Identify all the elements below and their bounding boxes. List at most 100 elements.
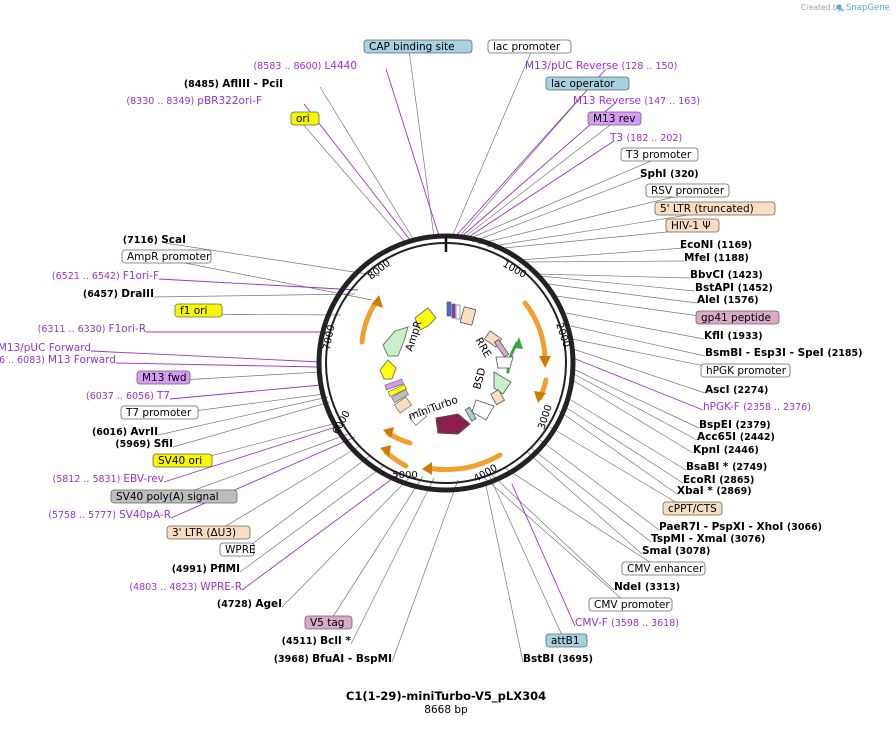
enzyme-label-mfei: MfeI (1188) — [684, 252, 749, 264]
leader-line-ndei — [489, 472, 615, 591]
leader-line-acc65i — [569, 371, 698, 441]
feature-box-lac-operator — [545, 76, 630, 91]
ori-feature-arrow — [414, 307, 437, 331]
leader-line-cppt-cts — [549, 426, 693, 513]
enzyme-label-kpni: KpnI (2446) — [693, 444, 759, 456]
leader-line-sv40pa-r — [170, 436, 356, 519]
leader-line-pbr322ori-f — [303, 103, 411, 241]
leader-line-cmv-enhancer — [504, 467, 666, 573]
primer-label-m13-forward: (6066 .. 6083) M13 Forward — [0, 354, 116, 366]
orf-head-green — [514, 337, 523, 349]
enzyme-label-asci: AscI (2274) — [705, 384, 768, 396]
feature-label-m13-fwd: M13 fwd — [142, 372, 187, 384]
feature-label-t3-promoter: T3 promoter — [625, 149, 692, 161]
feature-box-cmv-enhancer — [621, 561, 706, 576]
attb1-feature — [464, 406, 477, 422]
feature-box-5-ltr-truncated — [654, 201, 776, 216]
primer-label-m13-puc-forward: (6075 .. 6097) M13/pUC Forward — [0, 342, 91, 354]
leader-line-tspmi-xmai — [530, 447, 652, 543]
enzyme-label-bstbi: BstBI (3695) — [523, 653, 593, 665]
lac-operator-feature — [446, 301, 452, 317]
enzyme-label-bbvci: BbvCI (1423) — [690, 269, 763, 281]
enzyme-label-draiii: (6457) DraIII — [83, 288, 154, 300]
enzyme-label-sfii: (5969) SfiI — [115, 438, 173, 450]
leader-line-asci — [572, 348, 706, 394]
feature-box-sv40-poly-a-signal — [110, 489, 238, 504]
feature-box-cap-binding-site — [363, 39, 473, 54]
primer-label-ebv-rev: (5812 .. 5831) EBV-rev — [52, 473, 164, 485]
primer-label-l4440: (8583 .. 8600) L4440 — [254, 60, 357, 72]
feature-box-f1-ori — [174, 303, 223, 318]
m13-fwd-feature — [384, 378, 404, 391]
leader-lines — [90, 49, 745, 663]
leader-line-kfli — [565, 312, 705, 340]
leader-line-pflmi — [239, 464, 386, 573]
backbone-inner-circle — [325, 242, 567, 484]
tick-label-5000: 5000 — [392, 470, 417, 481]
created-by-text: Created by — [801, 3, 843, 12]
leader-line-t3 — [463, 140, 615, 241]
leader-line-lac-operator — [457, 86, 591, 239]
leader-line-bspei — [570, 367, 700, 429]
leader-line-bstbi — [484, 480, 524, 663]
primer-label-wpre-r: (4803 .. 4823) WPRE-R — [129, 581, 242, 593]
tick-label-7000: 7000 — [322, 324, 338, 351]
feature-box-t3-promoter — [620, 147, 699, 162]
enzyme-label-paer7i-pspxi-xhoi: PaeR7I - PspXI - XhoI (3066) — [659, 521, 822, 533]
orf-head-6 — [372, 295, 383, 308]
leader-line-bsmbi-esp3i-spei — [570, 325, 706, 357]
cppt-feature — [490, 389, 506, 406]
leader-line-f1ori-f — [158, 278, 359, 291]
enzyme-label-econi: EcoNI (1169) — [680, 239, 752, 251]
leader-line-m13-rev — [461, 121, 615, 240]
enzyme-label-bsmbi-esp3i-spei: BsmBI - Esp3I - SpeI (2185) — [705, 347, 862, 359]
feature-box-m13-fwd — [136, 370, 191, 385]
leader-line-sv40-poly-a-signal — [166, 432, 352, 501]
leader-line-3-ltr-u3 — [208, 445, 361, 537]
feature-box-lac-promoter — [487, 39, 572, 54]
leader-line-agei — [281, 474, 413, 608]
leader-line-l4440 — [385, 68, 440, 237]
ltr3-feature — [393, 396, 413, 414]
enzyme-label-avrii: (6016) AvrII — [92, 426, 158, 438]
feature-label-ampr-promoter: AmpR promoter — [127, 251, 211, 263]
orf-head-2 — [534, 391, 546, 403]
feature-label-3-ltr-u3: 3' LTR (ΔU3) — [172, 527, 236, 539]
leader-line-xbai — [558, 410, 678, 495]
orf-head-1 — [539, 356, 551, 368]
snapgene-logo-icon — [836, 4, 844, 12]
feature-box-wpre — [219, 542, 255, 557]
orf-arrowheads — [372, 295, 551, 475]
leader-line-5-ltr-truncated — [486, 211, 708, 248]
primer-label-pbr322ori-f: (8330 .. 8349) pBR322ori-F — [126, 95, 262, 107]
primer-label-hpgk-f: hPGK-F (2358 .. 2376) — [703, 401, 811, 413]
leader-line-m13-forward — [115, 362, 320, 368]
feature-label-lac-operator: lac operator — [551, 78, 615, 90]
feature-label-t7-promoter: T7 promoter — [125, 407, 192, 419]
primer-label-m13-reverse: M13 Reverse (147 .. 163) — [573, 95, 700, 107]
feature-label-v5-tag: V5 tag — [310, 617, 344, 629]
primer-label-f1ori-f: (6521 .. 6542) F1ori-F — [52, 270, 159, 282]
leader-line-ecori — [561, 404, 684, 484]
feature-box-rsv-promoter — [645, 183, 730, 198]
leader-line-bsabi — [565, 396, 687, 471]
leader-line-hiv-1 — [493, 228, 698, 250]
enzyme-label-kfli: KflI (1933) — [704, 330, 763, 342]
enzyme-label-alei: AleI (1576) — [697, 294, 759, 306]
leader-line-bstapi — [539, 275, 696, 292]
leader-line-cmv-promoter — [479, 473, 633, 609]
t3-promoter-feature — [455, 304, 461, 320]
backbone-outer-circle — [316, 233, 576, 493]
feature-label-lac-promoter: lac promoter — [493, 41, 561, 53]
primer-label-cmv-f: CMV-F (3598 .. 3618) — [575, 617, 679, 629]
feature-box-cppt-cts — [662, 501, 723, 516]
feature-label-ori: ori — [296, 113, 310, 125]
feature-label-sv40-poly-a-signal: SV40 poly(A) signal — [116, 491, 219, 503]
enzyme-label-sphi: SphI (320) — [640, 168, 699, 180]
feature-label-gp41-peptide: gp41 peptide — [701, 312, 771, 324]
feature-box-cmv-promoter — [588, 597, 673, 612]
leader-line-m13-reverse — [459, 103, 615, 239]
leader-line-cmv-f — [511, 483, 576, 627]
feature-box-m13-rev — [587, 111, 642, 126]
